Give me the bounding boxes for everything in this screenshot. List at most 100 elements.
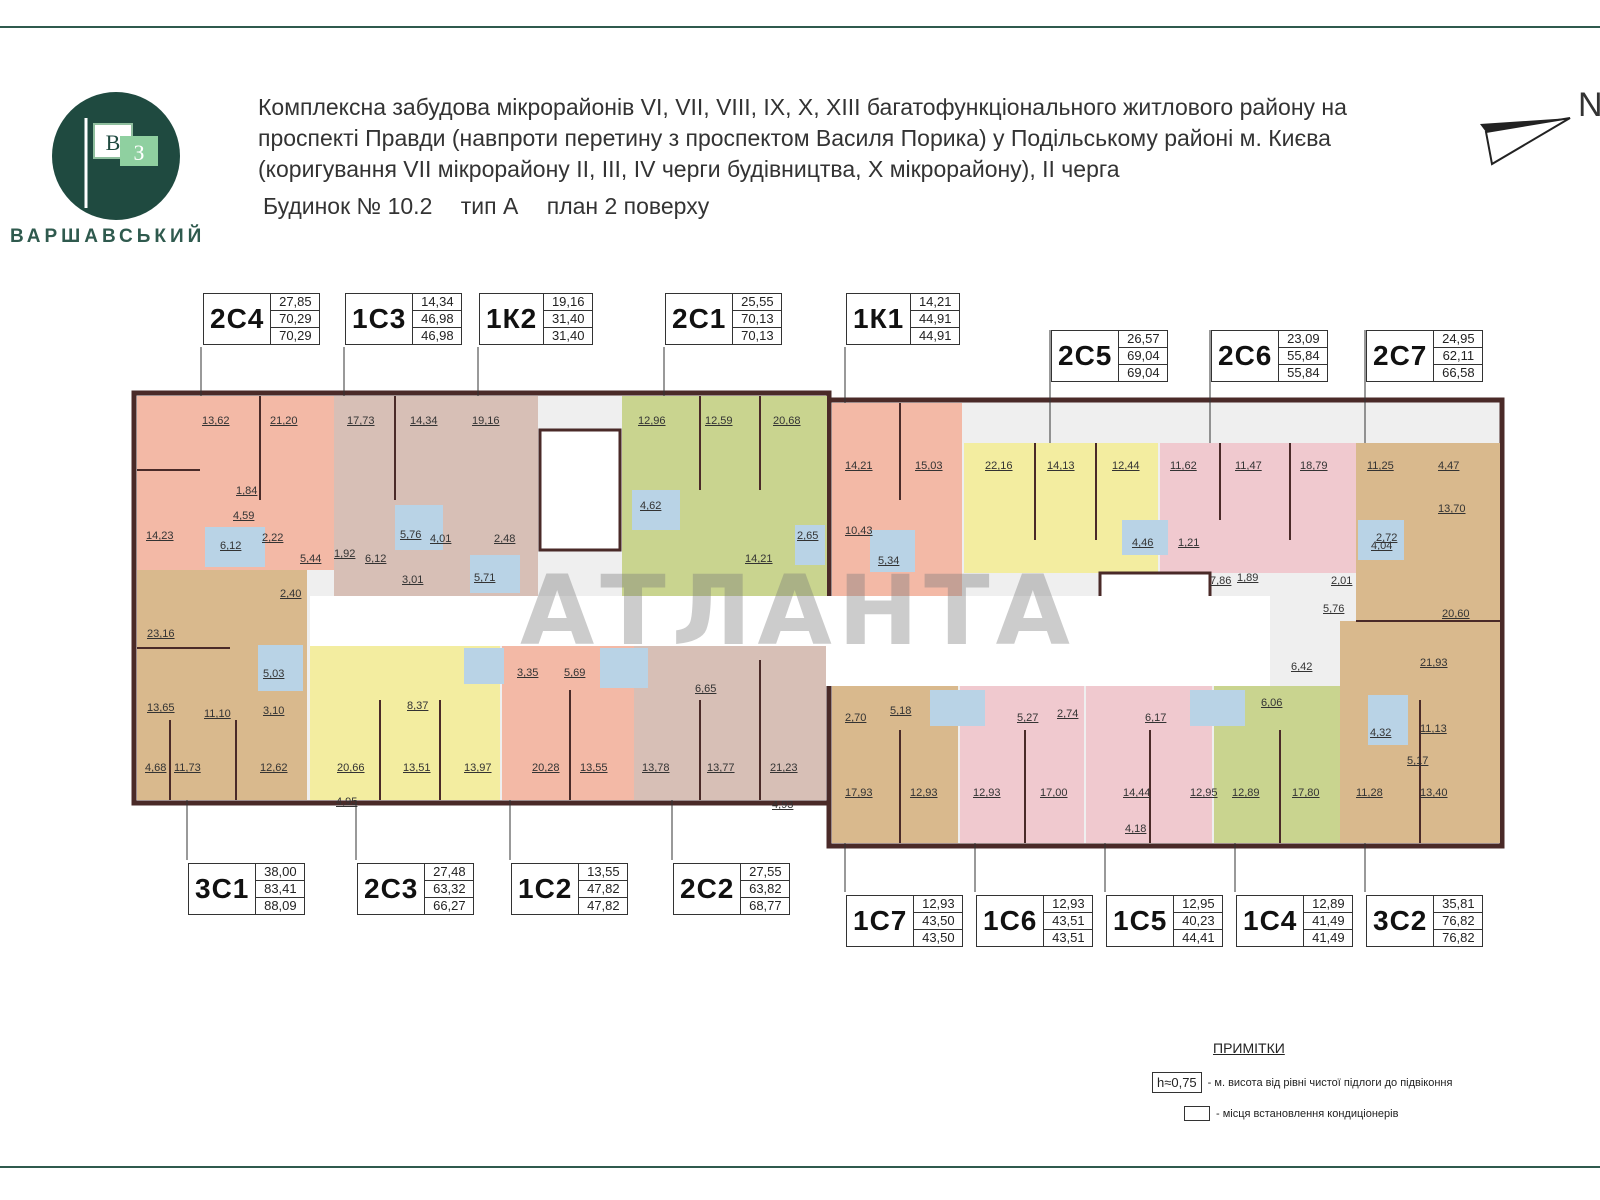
room-area-label: 5,76 — [400, 529, 422, 541]
room-area-label: 5,18 — [890, 705, 912, 717]
apartment-areas: 38,00 83,41 88,09 — [255, 864, 305, 914]
top-frame-line — [0, 26, 1600, 28]
apartment-label-1c6[interactable]: 1С6 12,93 43,51 43,51 — [976, 895, 1094, 947]
room-area-label: 2,65 — [797, 530, 819, 542]
apartment-label-2c4[interactable]: 2С4 27,85 70,29 70,29 — [203, 293, 321, 345]
logo-emblem: В З — [52, 92, 180, 220]
apartment-code: 1К1 — [853, 303, 905, 334]
room-area-label: 11,73 — [174, 762, 201, 774]
total-area: 83,41 — [256, 881, 305, 898]
total-area: 31,40 — [544, 311, 593, 328]
bottom-frame-line — [0, 1166, 1600, 1168]
project-title: Комплексна забудова мікрорайонів VI, VII… — [258, 92, 1458, 185]
room-area-label: 13,51 — [403, 762, 431, 774]
total-area-with-balcony: 70,13 — [741, 328, 774, 343]
room-area-label: 2,74 — [1057, 708, 1079, 720]
room-area-label: 2,72 — [1376, 532, 1398, 544]
total-area-with-balcony: 43,51 — [1052, 930, 1085, 945]
room-area-label: 4,46 — [1132, 537, 1154, 549]
living-area: 14,34 — [413, 294, 462, 311]
apartment-label-1c3[interactable]: 1С3 14,34 46,98 46,98 — [345, 293, 463, 345]
total-area-with-balcony: 44,91 — [918, 328, 952, 343]
apartment-code: 1С2 — [518, 873, 573, 904]
total-area-with-balcony: 70,29 — [279, 328, 312, 343]
apartment-label-2c3[interactable]: 2С3 27,48 63,32 66,27 — [357, 863, 475, 915]
apartment-label-2c6[interactable]: 2С6 23,09 55,84 55,84 — [1211, 330, 1329, 382]
room-area-label: 4,62 — [640, 500, 662, 512]
apartment-label-1c4[interactable]: 1С4 12,89 41,49 41,49 — [1236, 895, 1354, 947]
room-area-label: 17,93 — [845, 787, 873, 799]
watermark: АТЛАНТА — [520, 555, 1076, 667]
living-area: 25,55 — [733, 294, 782, 311]
total-area-with-balcony: 55,84 — [1287, 365, 1320, 380]
sill-height-symbol: h≈0,75 — [1152, 1072, 1202, 1093]
room-area-label: 1,21 — [1178, 537, 1200, 549]
note-sill-height: h≈0,75 - м. висота від рівні чистої підл… — [1152, 1072, 1452, 1093]
apartment-areas: 14,34 46,98 46,98 — [412, 294, 462, 344]
apartment-label-1c2[interactable]: 1С2 13,55 47,82 47,82 — [511, 863, 629, 915]
apartment-areas: 19,16 31,40 31,40 — [543, 294, 593, 344]
apartment-code: 2С4 — [210, 303, 265, 334]
apartment-code: 1С7 — [853, 905, 908, 936]
room-area-label: 21,93 — [1420, 657, 1448, 669]
apartment-label-3c2[interactable]: 3С2 35,81 76,82 76,82 — [1366, 895, 1484, 947]
living-area: 12,93 — [1044, 896, 1093, 913]
floor-plan-label: план 2 поверху — [546, 193, 710, 219]
apartment-label-1c5[interactable]: 1С5 12,95 40,23 44,41 — [1106, 895, 1224, 947]
living-area: 23,09 — [1279, 331, 1328, 348]
room-area-label: 12,93 — [973, 787, 1001, 799]
apartment-areas: 27,48 63,32 66,27 — [424, 864, 474, 914]
apartment-areas: 25,55 70,13 70,13 — [732, 294, 782, 344]
apartment-label-1k1[interactable]: 1К1 14,21 44,91 44,91 — [846, 293, 961, 345]
living-area: 24,95 — [1434, 331, 1483, 348]
room-area-label: 14,34 — [410, 415, 438, 427]
total-area: 43,51 — [1044, 913, 1093, 930]
room-area-label: 20,66 — [337, 762, 365, 774]
room-area-label: 6,12 — [365, 553, 387, 565]
room-area-label: 5,17 — [1407, 755, 1429, 767]
living-area: 12,93 — [914, 896, 963, 913]
apartment-label-2c2[interactable]: 2С2 27,55 63,82 68,77 — [673, 863, 791, 915]
room-area-label: 13,78 — [642, 762, 670, 774]
apartment-label-1c7[interactable]: 1С7 12,93 43,50 43,50 — [846, 895, 964, 947]
apartment-areas: 14,21 44,91 44,91 — [910, 294, 960, 344]
apartment-label-2c1[interactable]: 2С1 25,55 70,13 70,13 — [665, 293, 783, 345]
apartment-areas: 12,93 43,51 43,51 — [1043, 896, 1093, 946]
apartment-code: 3С1 — [195, 873, 250, 904]
north-label: N — [1578, 86, 1600, 124]
total-area-with-balcony: 46,98 — [421, 328, 454, 343]
apartment-code: 2С1 — [672, 303, 727, 334]
room-area-label: 5,71 — [474, 572, 496, 584]
total-area: 46,98 — [413, 311, 462, 328]
room-area-label: 14,21 — [845, 460, 873, 472]
apartment-code: 1К2 — [486, 303, 538, 334]
total-area-with-balcony: 43,50 — [922, 930, 955, 945]
apartment-code: 1С4 — [1243, 905, 1298, 936]
apartment-label-2c7[interactable]: 2С7 24,95 62,11 66,58 — [1366, 330, 1484, 382]
apartment-label-2c5[interactable]: 2С5 26,57 69,04 69,04 — [1051, 330, 1169, 382]
room-area-label: 5,44 — [300, 553, 322, 565]
room-area-label: 6,42 — [1291, 661, 1313, 673]
apartment-areas: 24,95 62,11 66,58 — [1433, 331, 1483, 381]
apartment-code: 3С2 — [1373, 905, 1428, 936]
total-area: 43,50 — [914, 913, 963, 930]
room-area-label: 4,32 — [1370, 727, 1392, 739]
room-area-label: 13,40 — [1420, 787, 1448, 799]
apt-2c6-block — [1160, 443, 1356, 573]
apartment-label-1k2[interactable]: 1К2 19,16 31,40 31,40 — [479, 293, 594, 345]
living-area: 13,55 — [579, 864, 628, 881]
room-area-label: 4,18 — [1125, 823, 1147, 835]
room-area-label: 6,12 — [220, 540, 242, 552]
apartment-label-3c1[interactable]: 3С1 38,00 83,41 88,09 — [188, 863, 306, 915]
room-area-label: 11,47 — [1235, 460, 1262, 472]
room-area-label: 12,44 — [1112, 460, 1140, 472]
room-area-label: 3,35 — [517, 667, 539, 679]
room-area-label: 5,27 — [1017, 712, 1039, 724]
room-area-label: 6,06 — [1261, 697, 1283, 709]
total-area: 76,82 — [1434, 913, 1483, 930]
north-arrow-icon — [1480, 117, 1571, 166]
total-area-with-balcony: 31,40 — [551, 328, 585, 343]
logo-letter-1: В — [106, 130, 121, 155]
living-area: 38,00 — [256, 864, 305, 881]
